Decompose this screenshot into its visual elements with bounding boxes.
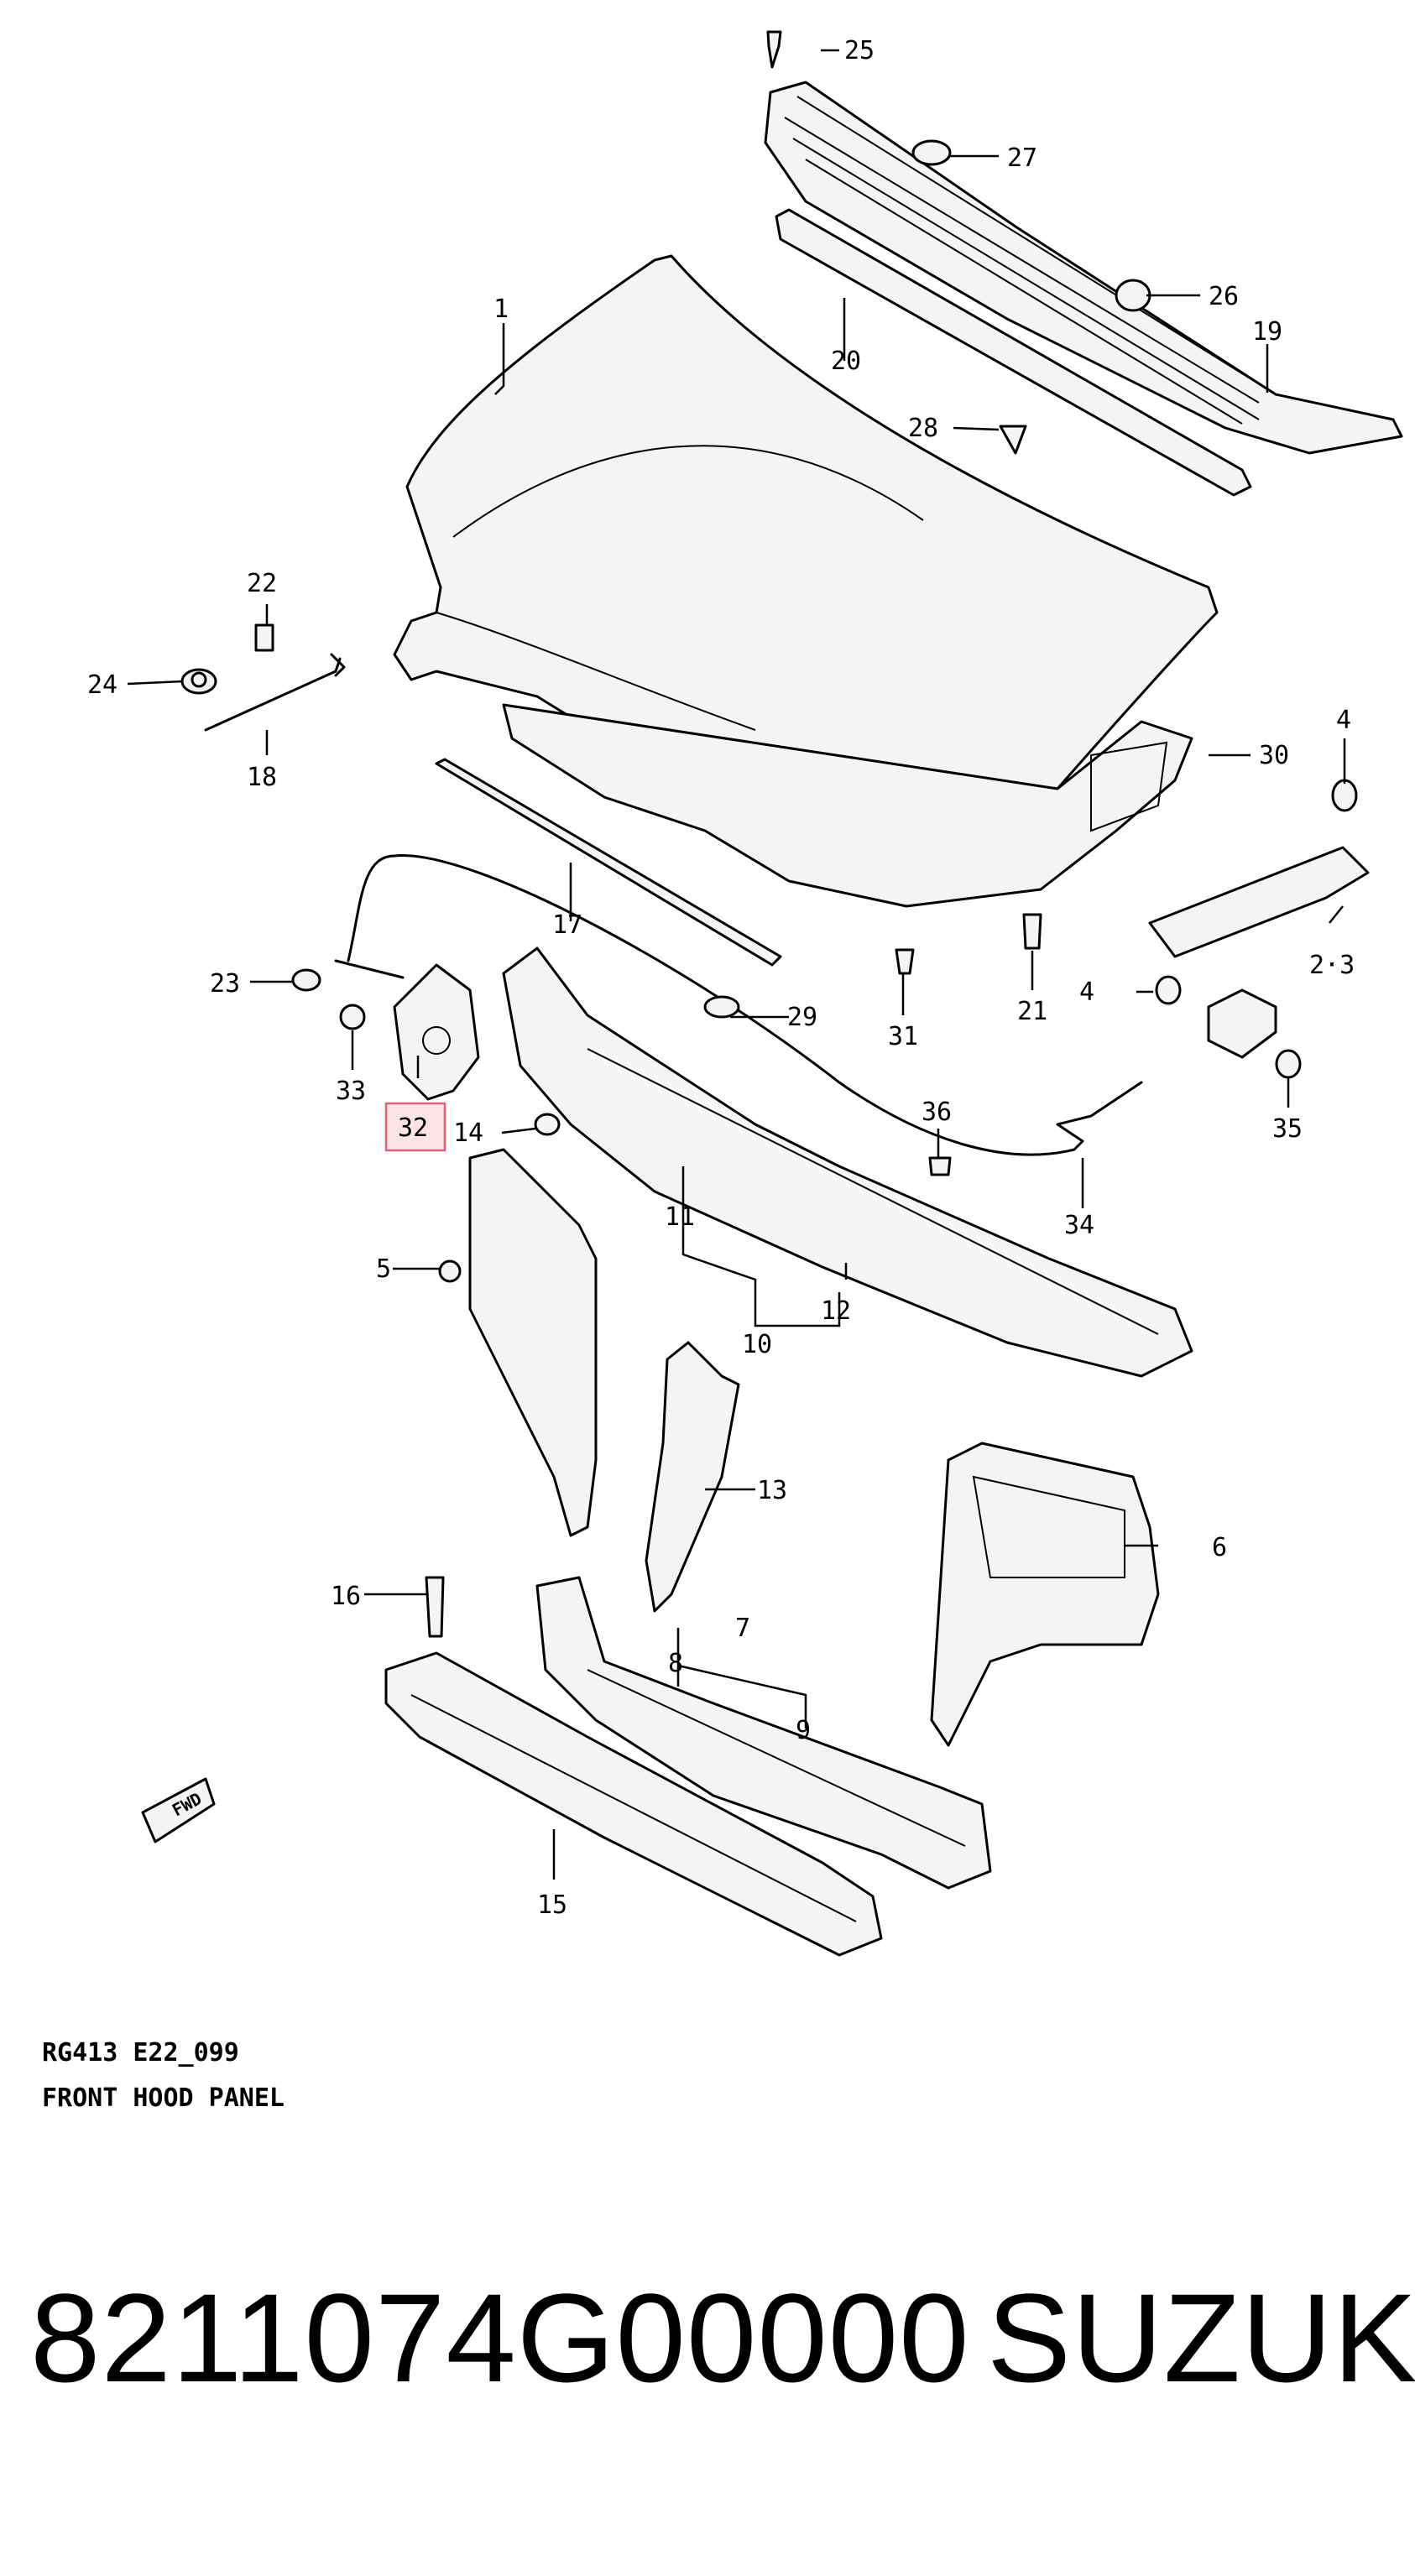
callout-2-3: 2·3 — [1309, 951, 1355, 980]
callout-30: 30 — [1259, 741, 1289, 770]
diagram-caption: FRONT HOOD PANEL — [42, 2083, 285, 2113]
center-brace-part-13 — [645, 1341, 740, 1613]
callout-6: 6 — [1212, 1533, 1227, 1562]
callout-18: 18 — [247, 763, 277, 792]
callout-24: 24 — [87, 670, 117, 700]
callout-25: 25 — [844, 36, 875, 65]
callout-32-highlight — [384, 1102, 446, 1152]
release-cable-part-34 — [334, 854, 1143, 1156]
footer-area — [0, 2148, 1415, 2576]
callout-10: 10 — [742, 1330, 772, 1359]
callout-15: 15 — [537, 1890, 567, 1920]
callout-29: 29 — [787, 1003, 817, 1032]
lower-member-parts-7-9 — [535, 1576, 992, 1890]
callout-11: 11 — [665, 1202, 695, 1232]
diagram-code: RG413 E22_099 — [42, 2038, 239, 2068]
callout-7: 7 — [735, 1614, 750, 1643]
radiator-side-member-part-6 — [930, 1442, 1160, 1747]
callout-4a: 4 — [1336, 706, 1351, 735]
fasteners — [180, 30, 1358, 1638]
callout-19: 19 — [1252, 317, 1282, 347]
callout-17: 17 — [552, 910, 582, 940]
callout-22: 22 — [247, 569, 277, 598]
cowl-grille-part-19 — [764, 81, 1403, 455]
callout-leader-lines — [127, 49, 1346, 1880]
hood-latch-part-32 — [393, 963, 480, 1101]
callout-31: 31 — [888, 1022, 918, 1051]
callout-27: 27 — [1007, 143, 1037, 173]
callout-4b: 4 — [1079, 978, 1094, 1007]
callout-36: 36 — [922, 1098, 952, 1127]
callout-13: 13 — [757, 1476, 787, 1505]
callout-9: 9 — [796, 1716, 811, 1745]
callout-21: 21 — [1017, 997, 1047, 1026]
callout-12: 12 — [821, 1296, 851, 1326]
callout-5: 5 — [376, 1254, 391, 1284]
hood-insulator-part-30 — [502, 703, 1193, 908]
callout-16: 16 — [331, 1582, 361, 1611]
front-hood-parts-diagram: FWD 25 — [42, 30, 1403, 2113]
callout-labels: 25 27 26 19 20 28 1 30 4 2·3 17 22 24 18… — [87, 36, 1355, 1920]
callout-20: 20 — [831, 347, 861, 376]
callout-33: 33 — [336, 1077, 366, 1106]
hood-prop-rod-part-18 — [204, 653, 346, 732]
bumper-reinforcement-part-15 — [384, 1651, 883, 1957]
brand-name: SUZUKI — [987, 2267, 1415, 2408]
callout-34: 34 — [1064, 1211, 1094, 1240]
radiator-side-member-part-5 — [468, 1148, 598, 1537]
callout-32: 32 — [398, 1113, 428, 1143]
callout-35: 35 — [1272, 1114, 1303, 1144]
part-number: 8211074G00000 — [30, 2267, 970, 2408]
fwd-arrow-icon: FWD — [141, 1777, 216, 1843]
callout-26: 26 — [1209, 282, 1239, 311]
callout-8: 8 — [668, 1649, 683, 1678]
callout-23: 23 — [210, 969, 240, 999]
release-handle — [1207, 988, 1277, 1059]
callout-1: 1 — [493, 295, 509, 324]
hood-hinge-part-2-3 — [1148, 846, 1370, 958]
callout-28: 28 — [908, 414, 938, 443]
seal-strip-part-20 — [775, 208, 1252, 497]
callout-14: 14 — [453, 1119, 483, 1148]
upper-support-member-parts-10-12 — [502, 946, 1193, 1378]
hood-weatherstrip-part-17 — [435, 758, 782, 967]
